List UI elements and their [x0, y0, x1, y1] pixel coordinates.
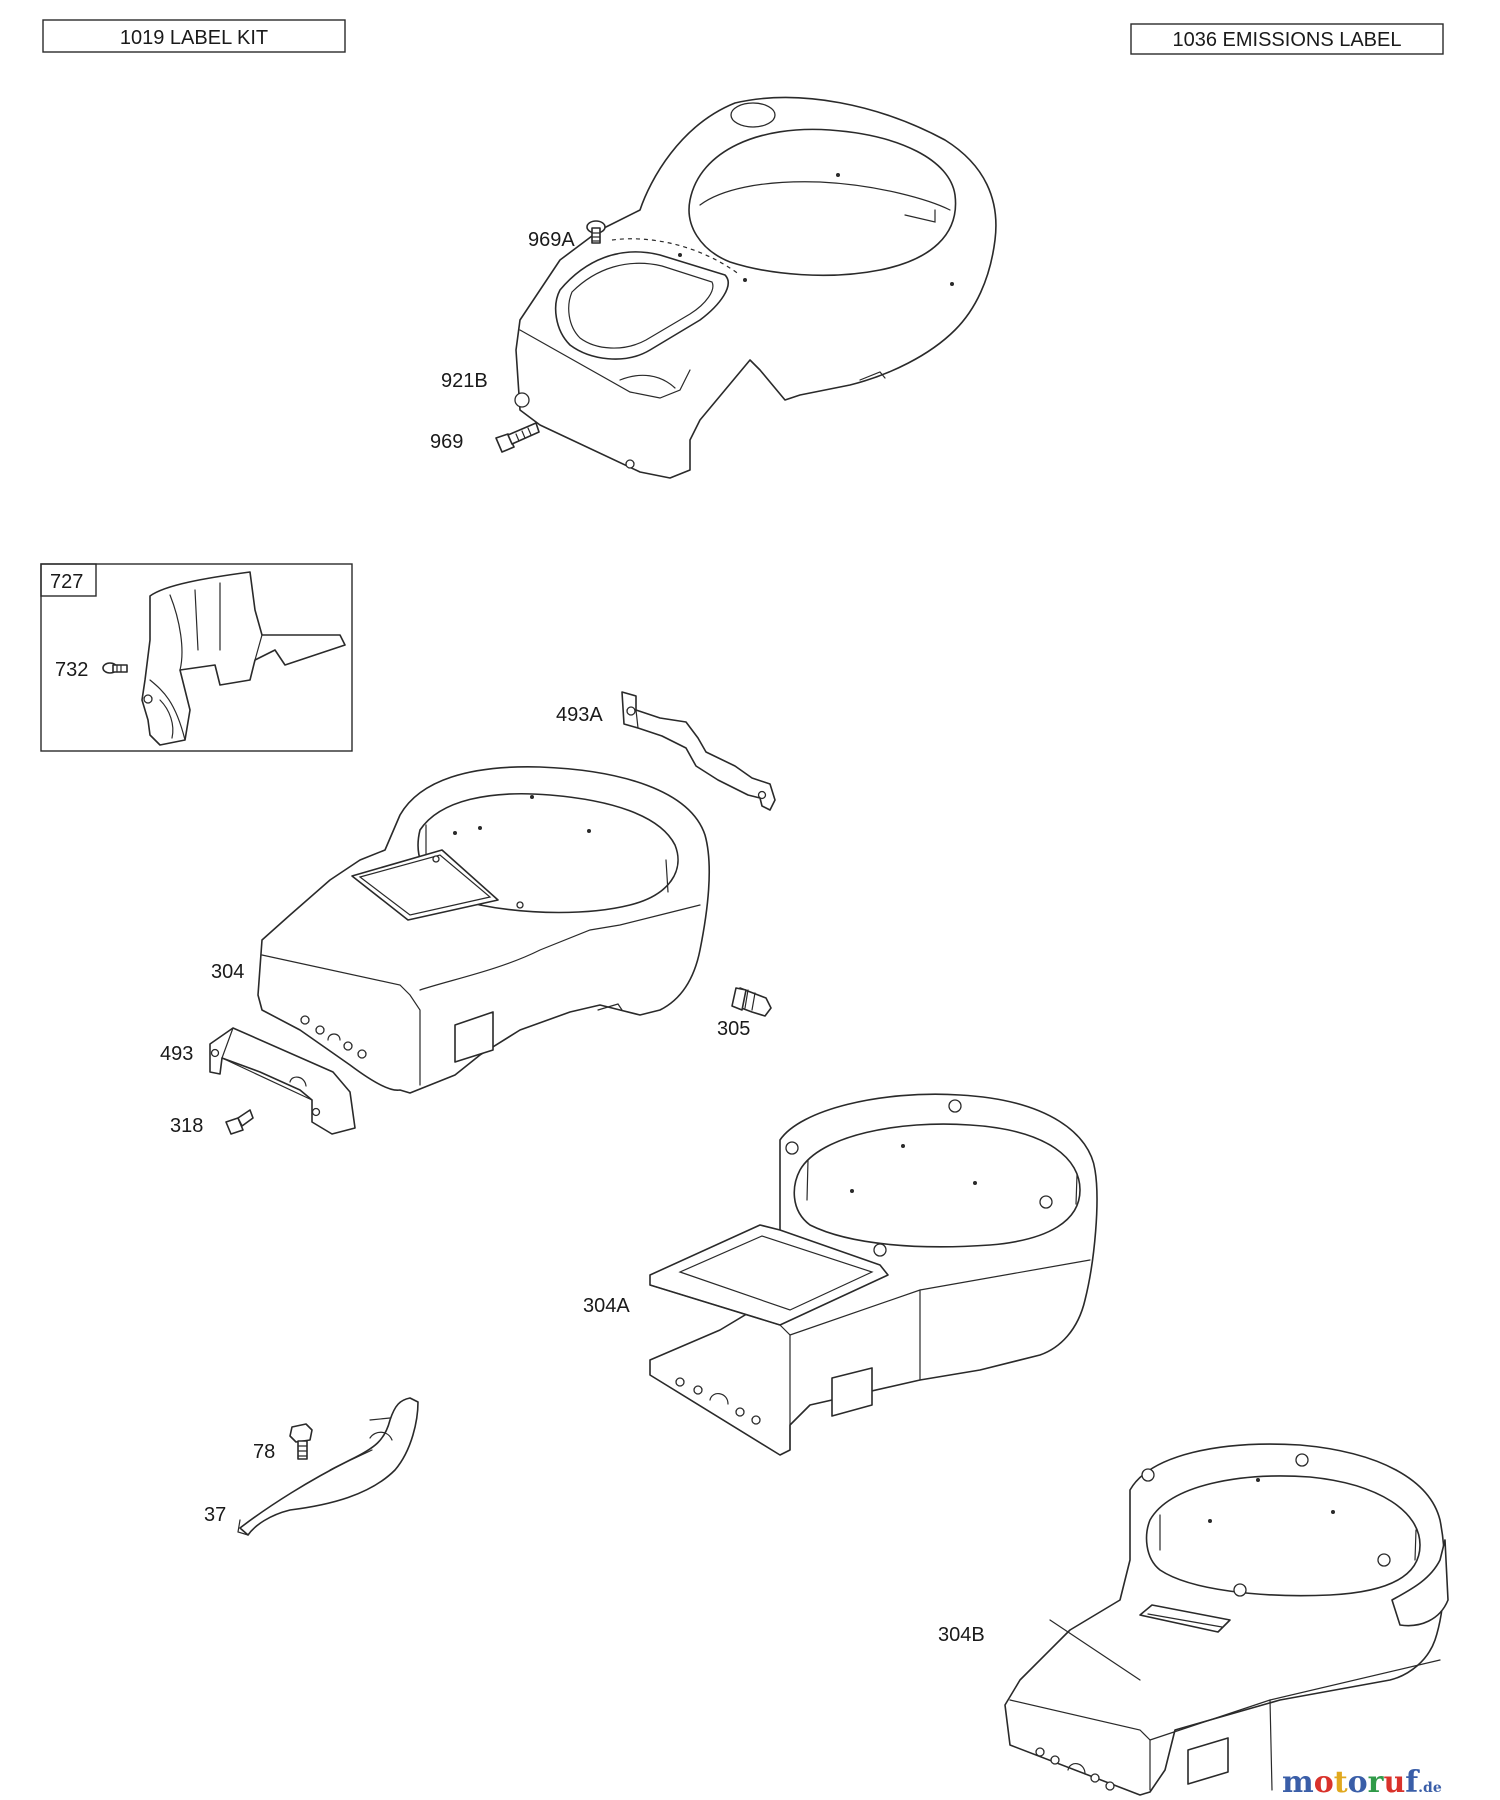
callout-304: 304 [211, 961, 244, 983]
logo-letter: t [1334, 1765, 1348, 1800]
bracket-493 [209, 1027, 356, 1135]
callout-493A: 493A [556, 704, 603, 726]
blower-housing-304A [649, 1093, 1098, 1456]
blower-housing-304 [257, 766, 710, 1094]
screw-78 [289, 1423, 313, 1460]
emissions-label-box: 1036 EMISSIONS LABEL [1130, 23, 1444, 55]
bracket-493A [621, 691, 776, 811]
screw-318 [225, 1109, 254, 1135]
callout-37: 37 [204, 1504, 226, 1526]
inset-box-727 [40, 563, 353, 752]
logo-letter: r [1368, 1765, 1385, 1800]
callout-304B: 304B [938, 1624, 985, 1646]
callout-304A: 304A [583, 1295, 630, 1317]
callout-732: 732 [55, 659, 88, 681]
blower-housing-304B [1004, 1443, 1449, 1796]
emissions-label-text: 1036 EMISSIONS LABEL [1172, 29, 1401, 51]
screw-969A [586, 220, 606, 244]
logo-letter: u [1383, 1765, 1405, 1800]
logo-suffix: .de [1418, 1780, 1442, 1796]
screw-969 [495, 422, 540, 453]
callout-969: 969 [430, 431, 463, 453]
screw-732 [102, 662, 128, 674]
label-kit-text: 1019 LABEL KIT [120, 27, 268, 49]
logo-letter: o [1314, 1765, 1334, 1800]
screw-305 [731, 987, 772, 1017]
callout-305: 305 [717, 1018, 750, 1040]
blower-housing-921B [514, 96, 997, 479]
baffle-727 [141, 571, 346, 746]
motoruf-wordmark: motoruf.de [1282, 1765, 1442, 1800]
callout-78: 78 [253, 1441, 275, 1463]
logo-letter: m [1282, 1765, 1314, 1800]
callout-493: 493 [160, 1043, 193, 1065]
callout-969A: 969A [528, 229, 575, 251]
label-kit-box: 1019 LABEL KIT [42, 19, 346, 53]
callout-921B: 921B [441, 370, 488, 392]
logo-letter: o [1348, 1765, 1368, 1800]
callout-727: 727 [50, 571, 83, 593]
motoruf-logo: motoruf.de [1282, 1765, 1442, 1800]
deflector-37 [237, 1397, 419, 1536]
callout-318: 318 [170, 1115, 203, 1137]
logo-letter: f [1405, 1765, 1420, 1800]
